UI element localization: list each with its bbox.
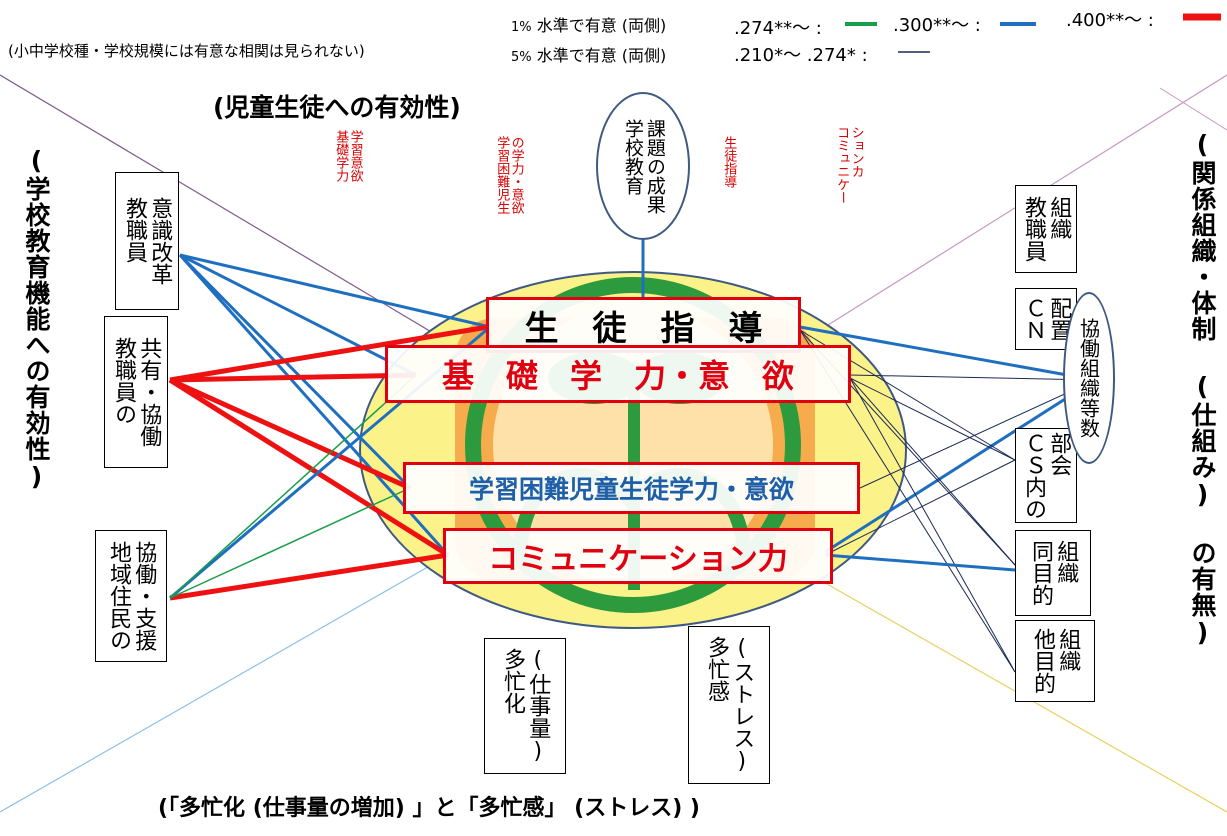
center-item-text: コミュニケーション力 — [488, 542, 788, 577]
title-left: (学校教育機能への有効性) — [22, 146, 51, 492]
note-text: (小中学校種・学校規模には有意な相関は見られない) — [8, 42, 365, 60]
legend-threshold-blue: .300**～ : — [893, 15, 981, 36]
corr-line-blue — [179, 253, 417, 377]
left-box-text: 共有・協働 教職員の — [111, 337, 162, 447]
right-box-text: 組織 同目的 — [1028, 540, 1079, 606]
left-box-text: 協働・支援 地域住民の — [106, 541, 157, 651]
corr-line-green — [169, 374, 417, 599]
top-label-basic-ability: 学習意欲 基礎学力 — [333, 130, 363, 182]
corr-line-black — [824, 459, 1016, 556]
top-label-communication: ションカ コミュニケー — [834, 126, 864, 204]
corr-line-blue — [824, 553, 1016, 572]
right-box-text: 配置 ＣＮ — [1021, 297, 1072, 341]
corr-line-black — [849, 377, 1016, 673]
green-ring — [465, 277, 801, 613]
legend-row1: 1% 水準で有意 (両側) — [511, 12, 666, 36]
center-item-learning-difficulty: 学習困難児童生徒学力・意欲 — [403, 462, 860, 514]
bottom-box-text: (ストレス) 多忙感 — [704, 636, 755, 774]
corr-line-blue — [824, 378, 1096, 554]
right-box-other-purpose: 組織 他目的 — [1015, 620, 1095, 702]
diagonal-line — [0, 559, 441, 813]
center-item-communication: コミュニケーション力 — [443, 528, 833, 584]
center-item-text: 基 礎 学 力・意 欲 — [441, 357, 794, 395]
title-right: (関係組織・体制 (仕組み) の有無) — [1188, 130, 1217, 648]
left-box-resident-support: 協働・支援 地域住民の — [95, 530, 167, 662]
right-box-cs-subcommittee: 部会 ＣＳ内の — [1015, 428, 1077, 523]
corr-line-red — [168, 377, 450, 558]
legend-threshold-black: .210*～ .274* : — [734, 45, 868, 66]
corr-line-red — [169, 372, 417, 383]
right-oval-collab-count: 協働組織等数 — [1063, 292, 1115, 464]
bottom-box-text: (仕事量) 多忙化 — [500, 648, 551, 764]
corr-line-red — [169, 552, 449, 601]
top-label-learning-difficulty: の学力・意欲 学習困難児生 — [494, 136, 524, 214]
left-box-staff-awareness: 意識改革 教職員 — [115, 172, 179, 310]
center-item-basic-ability: 基 礎 学 力・意 欲 — [385, 345, 851, 403]
right-oval-text: 協働組織等数 — [1076, 318, 1101, 438]
legend-row2-pct: 5% — [511, 50, 532, 65]
top-oval-school-outcome: 課題の成果 学校教育 — [596, 92, 690, 240]
top-oval-text: 課題の成果 学校教育 — [622, 118, 666, 214]
right-box-text: 組織 他目的 — [1030, 628, 1081, 694]
center-item-text: 学習困難児童生徒学力・意欲 — [468, 475, 794, 504]
legend-row2: 5% 水準で有意 (両側) — [511, 42, 666, 66]
top-label-student-guidance: 生徒指導 — [721, 136, 737, 188]
corr-line-blue — [178, 253, 412, 490]
corr-line-red — [169, 324, 489, 383]
left-box-staff-sharing: 共有・協働 教職員の — [104, 316, 168, 468]
corr-line-blue — [179, 253, 491, 329]
left-box-text: 意識改革 教職員 — [122, 197, 173, 285]
legend-row2-label: 水準で有意 (両側) — [536, 46, 667, 65]
corr-line-black — [849, 377, 1016, 461]
corr-line-green — [169, 487, 411, 599]
legend-threshold-red: .400**～ : — [1066, 10, 1154, 31]
corr-line-black — [859, 379, 1096, 489]
bottom-box-stress: (ストレス) 多忙感 — [688, 626, 770, 784]
center-item-student-guidance: 生 徒 指 導 — [486, 297, 801, 353]
right-box-same-purpose: 組織 同目的 — [1015, 530, 1091, 616]
corr-line-blue — [799, 325, 1096, 382]
right-box-text: 部会 ＣＳ内の — [1021, 431, 1072, 520]
corr-line-red — [168, 377, 412, 491]
legend-threshold-green: .274**～ : — [734, 18, 822, 39]
corr-line-black — [849, 377, 1016, 566]
diagonal-line — [0, 74, 471, 356]
legend-row1-label: 水準で有意 (両側) — [536, 16, 667, 35]
right-box-text: 組織 教職員 — [1021, 196, 1072, 262]
right-box-staff-org: 組織 教職員 — [1015, 185, 1077, 273]
title-bottom: (「多忙化 (仕事量の増加) 」と「多忙感」 (ストレス) ) — [158, 796, 700, 821]
title-top: (児童生徒への有効性) — [213, 93, 461, 122]
legend-row1-pct: 1% — [511, 20, 532, 35]
bottom-box-busyness: (仕事量) 多忙化 — [484, 638, 566, 774]
diagonal-line — [1159, 87, 1227, 131]
center-item-text: 生 徒 指 導 — [524, 308, 763, 349]
corr-line-black — [849, 374, 1096, 381]
